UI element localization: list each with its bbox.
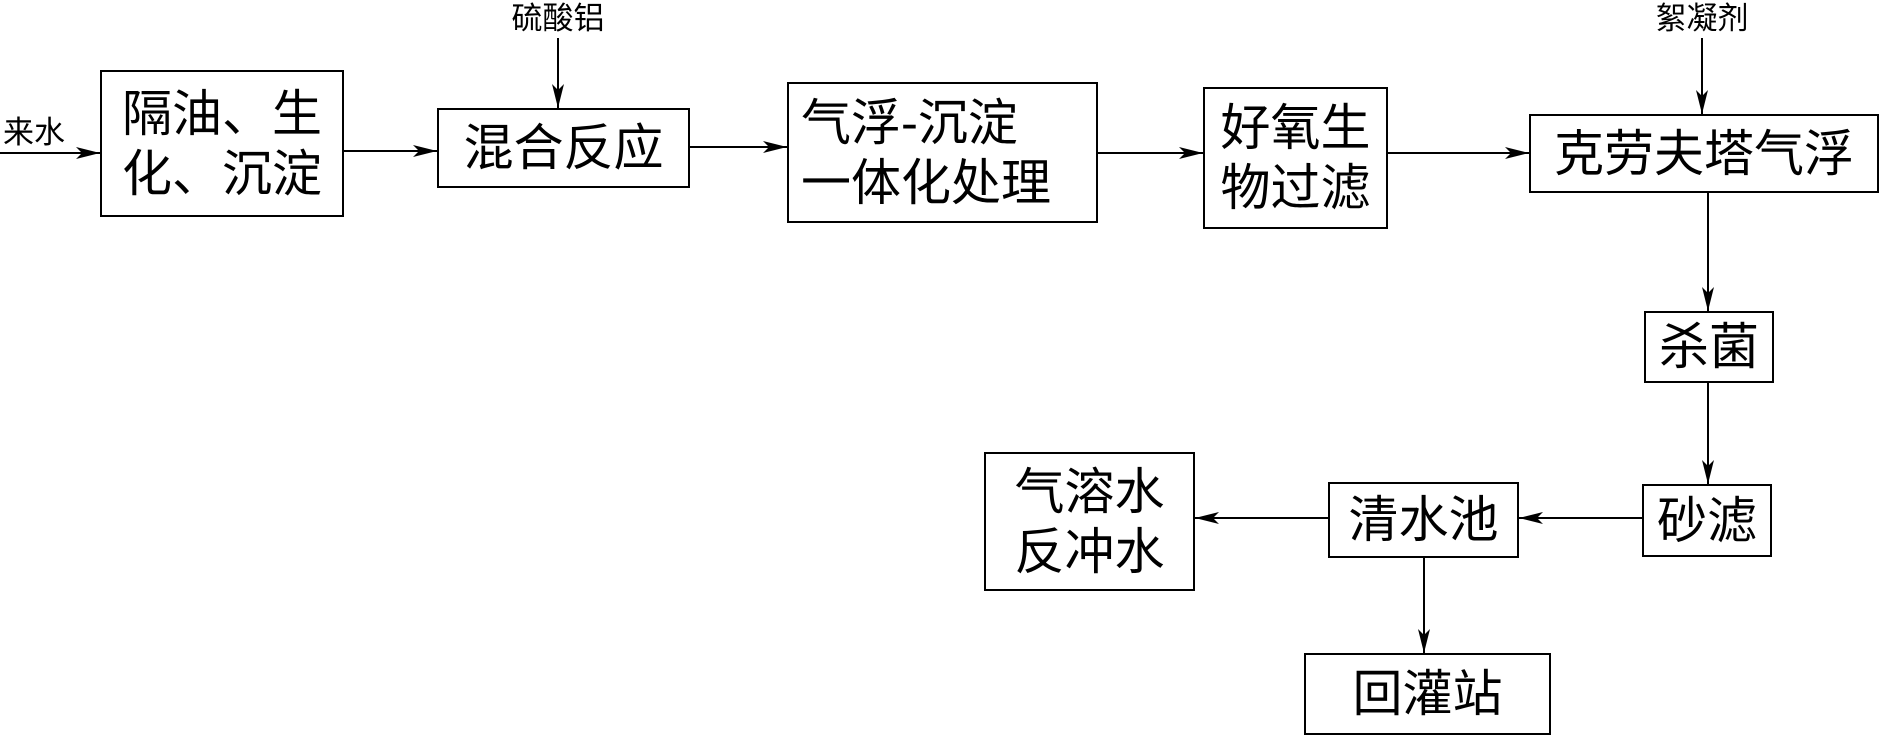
step-text-line: 克劳夫塔气浮 xyxy=(1554,124,1854,183)
step-text-line: 气浮-沉淀 xyxy=(801,93,1018,152)
flocculant-label: 絮凝剂 xyxy=(1655,1,1749,37)
step-flotation-settling: 气浮-沉淀 一体化处理 xyxy=(787,82,1098,223)
step-text-line: 好氧生 xyxy=(1220,99,1371,157)
step-text-line: 清水池 xyxy=(1348,491,1499,549)
step-reinjection-station: 回灌站 xyxy=(1304,653,1551,735)
step-krofta-flotation: 克劳夫塔气浮 xyxy=(1529,114,1879,193)
step-text-line: 砂滤 xyxy=(1657,491,1757,550)
step-mixing-reaction: 混合反应 xyxy=(437,108,690,188)
step-text-line: 隔油、生 xyxy=(122,84,322,143)
step-oil-separation-bio-settling: 隔油、生 化、沉淀 xyxy=(100,70,344,217)
step-sterilization: 杀菌 xyxy=(1644,311,1774,383)
step-text-line: 回灌站 xyxy=(1352,665,1503,723)
inflow-label: 来水 xyxy=(3,115,65,151)
aluminum-sulfate-label: 硫酸铝 xyxy=(511,1,605,37)
step-text-line: 气溶水 xyxy=(1014,462,1165,521)
step-sand-filtration: 砂滤 xyxy=(1642,484,1772,557)
step-aerobic-biofilter: 好氧生 物过滤 xyxy=(1203,87,1388,229)
step-text-line: 混合反应 xyxy=(463,119,664,177)
step-text-line: 杀菌 xyxy=(1659,318,1759,376)
step-text-line: 一体化处理 xyxy=(801,153,1051,212)
step-clear-water-tank: 清水池 xyxy=(1328,482,1519,558)
step-text-line: 化、沉淀 xyxy=(122,144,322,203)
step-text-line: 物过滤 xyxy=(1220,159,1371,217)
step-backwash-water: 气溶水 反冲水 xyxy=(984,452,1195,591)
step-text-line: 反冲水 xyxy=(1014,522,1165,581)
